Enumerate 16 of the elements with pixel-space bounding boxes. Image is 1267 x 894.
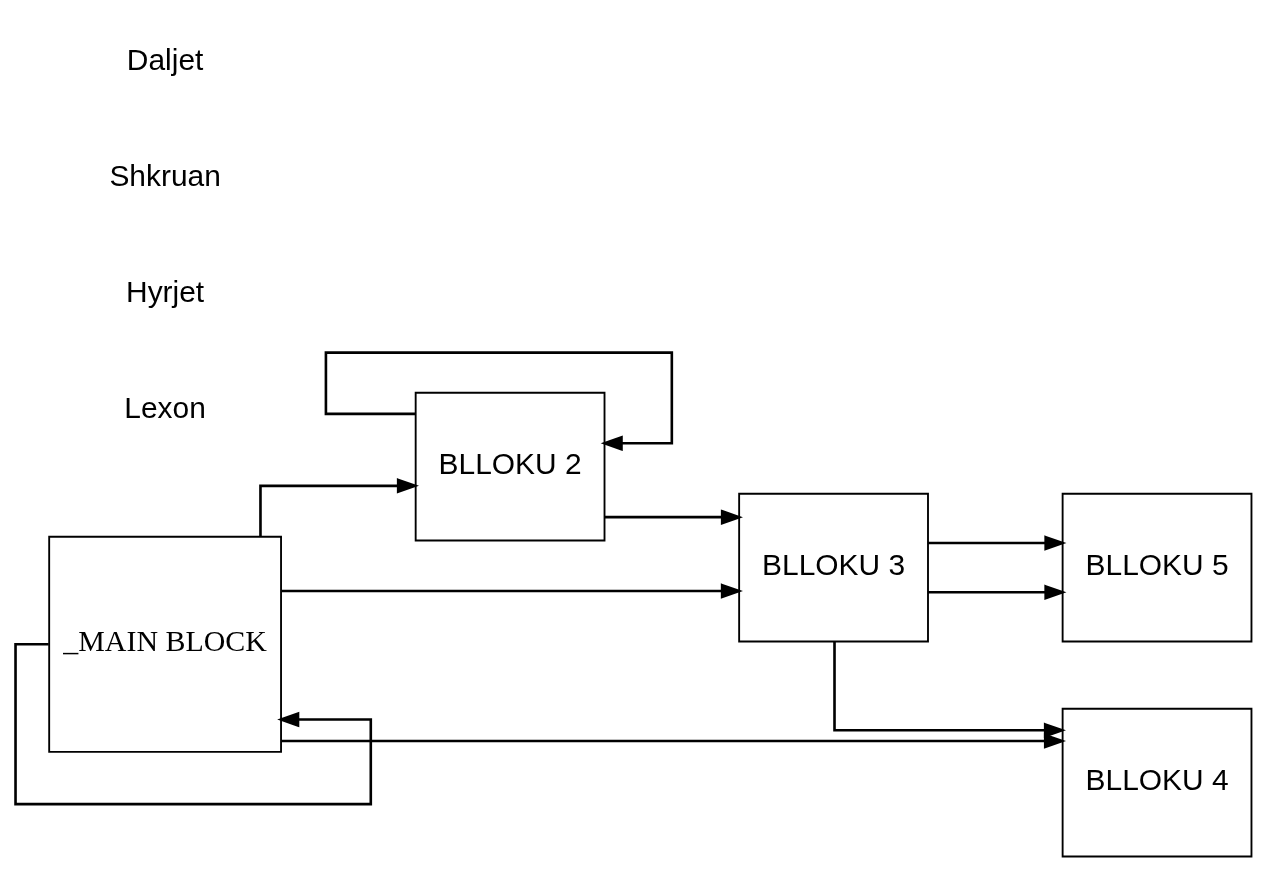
arrow [281,582,743,599]
arrow [324,350,674,451]
arrow [928,584,1067,600]
arrow [928,534,1067,551]
label: Daljet [126,42,204,76]
arrow [604,508,743,525]
node-box: BLLOKU 2 [414,391,606,541]
arrow [259,477,419,536]
label: Hyrjet [126,274,205,308]
node-box: BLLOKU 4 [1061,707,1253,857]
node-box: BLLOKU 3 [738,492,929,642]
node-box: _MAIN BLOCK [48,535,282,753]
label: Shkruan [109,158,221,192]
node-box: BLLOKU 5 [1061,492,1253,642]
label: Lexon [124,390,206,424]
arrow [833,641,1066,738]
